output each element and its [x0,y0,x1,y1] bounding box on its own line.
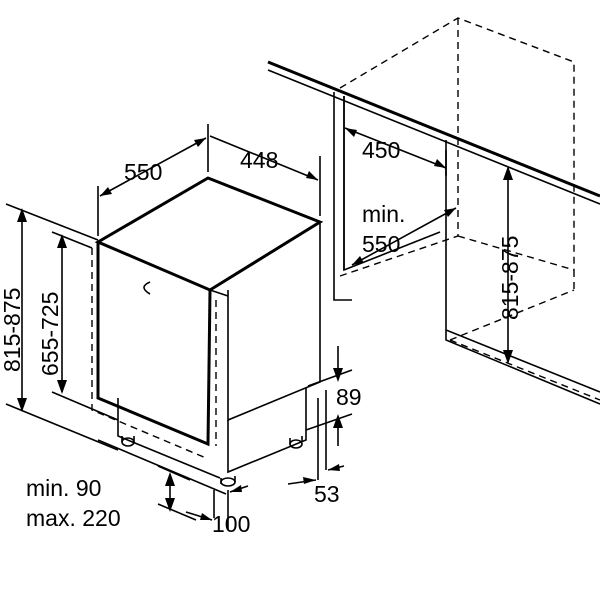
label-niche-height: 815-875 [497,236,523,320]
dishwasher-body [91,176,324,495]
label-width: 448 [240,147,278,173]
label-niche-depth-value: 550 [362,231,400,257]
dimension-labels: 550 448 450 min. 550 815-875 815-875 655… [0,137,523,537]
label-plinth-min: min. 90 [26,475,101,501]
label-total-height: 815-875 [0,288,25,372]
label-plinth-max: max. 220 [26,505,121,531]
label-depth: 550 [124,159,162,185]
niche-cabinet [267,17,600,405]
label-niche-depth-prefix: min. [362,201,405,227]
label-plinth-depth: 100 [212,511,250,537]
label-body-height: 655-725 [37,292,63,376]
label-plinth-height: 89 [336,384,362,410]
label-niche-width: 450 [362,137,400,163]
dimension-lines [5,124,353,530]
label-plinth-recess: 53 [314,481,340,507]
